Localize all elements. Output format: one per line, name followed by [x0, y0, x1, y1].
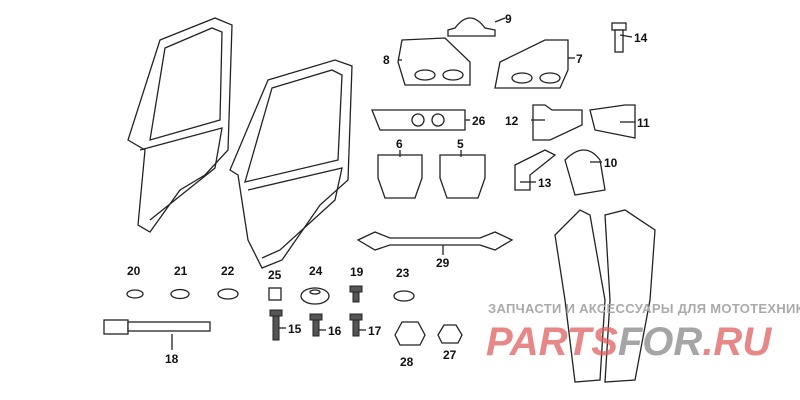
callout-21: 21	[174, 264, 188, 278]
part-29-strap	[356, 231, 514, 251]
watermark-brand-c: .RU	[702, 320, 772, 364]
right-panel-b	[604, 209, 656, 383]
left-door	[127, 17, 233, 233]
part-7-bracket	[494, 39, 569, 89]
callout-17: 17	[368, 324, 382, 338]
callout-9: 9	[505, 12, 512, 26]
right-door	[229, 59, 353, 269]
callout-14: 14	[634, 31, 648, 45]
part-6	[377, 154, 423, 199]
part-14-bolt	[611, 22, 627, 31]
callout-27: 27	[443, 348, 457, 362]
callout-13: 13	[538, 176, 552, 190]
callout-8: 8	[383, 53, 390, 67]
callout-12: 12	[505, 114, 519, 128]
callout-20: 20	[127, 264, 141, 278]
part-10-clamp	[564, 149, 606, 196]
callout-23: 23	[396, 266, 410, 280]
callout-10: 10	[604, 156, 618, 170]
part-13	[514, 149, 557, 191]
callout-24: 24	[309, 264, 323, 278]
callout-29: 29	[436, 256, 450, 270]
right-panel-a	[554, 209, 606, 383]
watermark-brand-a: PARTS	[486, 320, 618, 364]
part-9-clamp	[447, 17, 496, 37]
callout-11: 11	[637, 116, 650, 130]
part-5	[439, 154, 486, 199]
watermark-tagline: ЗАПЧАСТИ И АКСЕССУАРЫ ДЛЯ МОТОТЕХНИКИ	[488, 301, 800, 316]
watermark-brand-b: FOR	[617, 320, 703, 364]
callout-16: 16	[328, 324, 342, 338]
callout-18: 18	[165, 352, 179, 366]
callout-26: 26	[472, 114, 486, 128]
callout-22: 22	[221, 264, 235, 278]
callout-25: 25	[268, 268, 282, 282]
callout-5: 5	[457, 137, 464, 151]
callout-15: 15	[288, 322, 302, 336]
callout-7: 7	[576, 52, 583, 66]
callout-28: 28	[400, 355, 414, 369]
callout-19: 19	[350, 265, 364, 279]
watermark-brand: PARTSFOR.RU	[486, 322, 771, 362]
part-12-bracket	[532, 104, 583, 141]
part-26-plate	[371, 109, 466, 131]
callout-6: 6	[396, 137, 403, 151]
